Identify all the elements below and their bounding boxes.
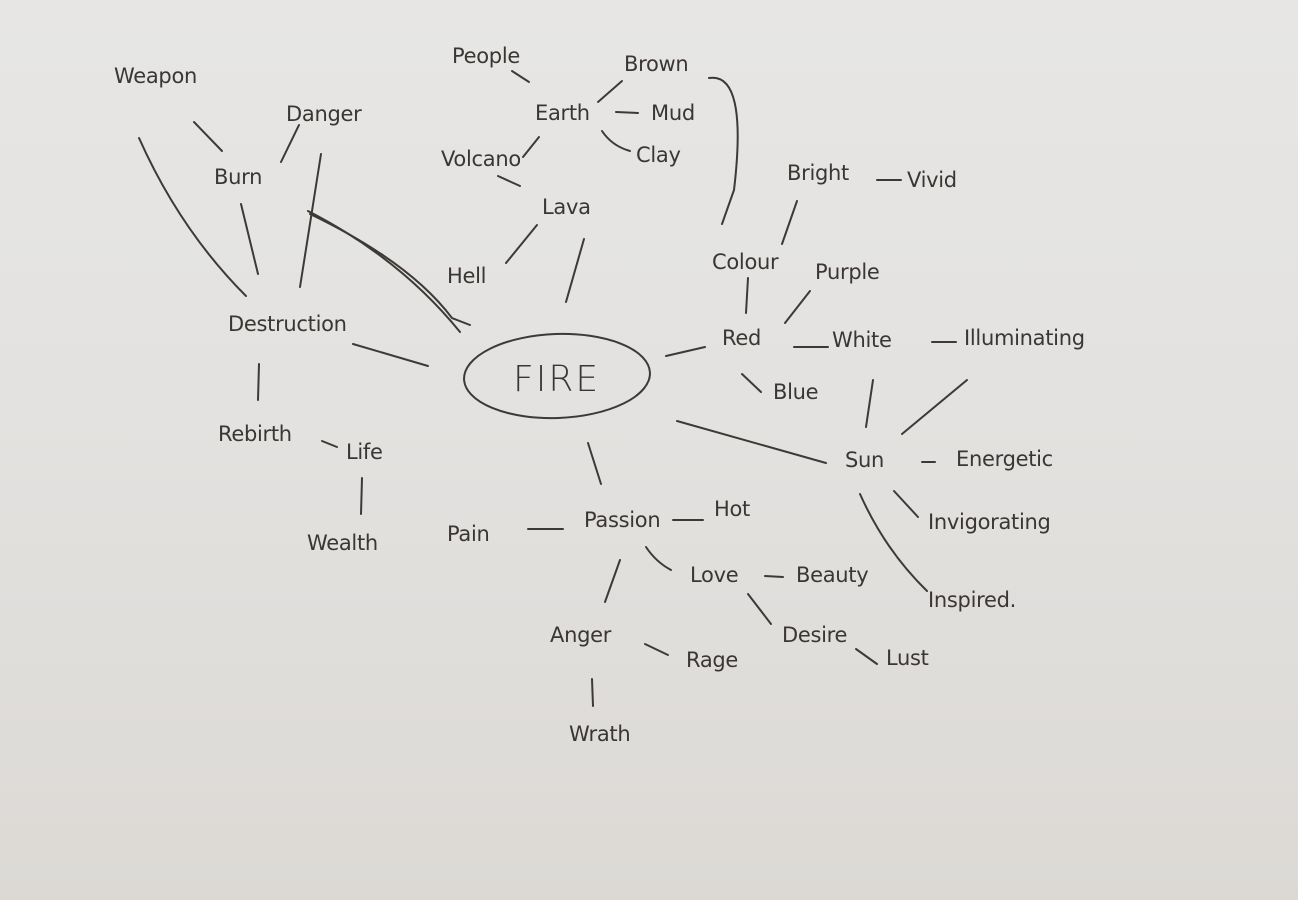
node-beauty: Beauty [796,563,869,587]
node-fire: FIRE [513,359,601,400]
connector-white-sun [865,379,874,428]
connector-illuminating-sun [901,379,968,435]
node-colour: Colour [712,250,779,274]
connector-earth-volcano [522,136,540,158]
connector-brown-colour [708,76,739,225]
node-earth: Earth [535,101,590,125]
connector-earth-clay [601,130,631,152]
connector-sun-invigorating [893,490,919,518]
node-wrath: Wrath [569,722,631,746]
node-danger: Danger [286,102,362,126]
node-red: Red [722,326,761,350]
connector-weapon-burn [193,121,223,152]
connector-rebirth-life [321,440,338,448]
node-sun: Sun [845,448,885,472]
node-anger: Anger [550,623,612,647]
node-brown: Brown [624,52,689,76]
node-passion: Passion [584,508,661,532]
node-hot: Hot [714,497,750,521]
connector-sun-inspired [859,493,928,592]
connector-colour-bright [781,200,798,245]
node-wealth: Wealth [307,531,378,555]
node-white: White [832,328,892,352]
connector-lava-hell [505,224,538,264]
node-mud: Mud [651,101,695,125]
node-destruction: Destruction [228,312,347,336]
node-weapon: Weapon [114,64,198,88]
node-desire: Desire [782,623,848,647]
connector-destruction-fire-b [309,213,471,326]
fire-ellipse [463,332,651,420]
connector-fire-red [665,346,706,357]
node-blue: Blue [773,380,819,404]
connector-earth-brown [597,80,623,103]
connector-burn-destruction [240,203,259,275]
connector-lines [138,70,968,707]
node-people: People [452,44,520,68]
connector-destruction-rebirth [257,363,260,401]
connector-danger-burn [280,124,300,163]
connector-red-purple [784,290,811,324]
node-energetic: Energetic [956,447,1053,471]
node-life: Life [346,440,383,464]
connector-desire-lust [855,648,878,665]
connector-people-earth [511,70,530,83]
connector-volcano-lava [497,175,521,187]
connector-life-wealth [360,477,363,515]
node-rage: Rage [686,648,739,672]
connector-lava-fire [565,238,585,303]
connector-love-desire [747,593,772,625]
connector-fire-sun [676,420,827,464]
node-vivid: Vivid [907,168,957,192]
connector-anger-wrath [591,678,594,707]
node-inspired: Inspired. [928,588,1017,612]
connector-passion-anger [604,559,621,603]
connector-earth-mud [615,111,639,114]
connector-danger-destruction [299,153,322,288]
node-lust: Lust [886,646,929,670]
node-love: Love [690,563,739,587]
connector-love-beauty [764,575,784,578]
node-rebirth: Rebirth [218,422,292,446]
connector-destruction-fire-c [352,343,429,367]
connector-colour-red [745,277,749,314]
node-purple: Purple [815,260,880,284]
connector-fire-passion [587,442,602,485]
connector-passion-love [645,546,672,571]
node-pain: Pain [447,522,490,546]
node-hell: Hell [447,264,487,288]
node-lava: Lava [542,195,591,219]
node-invigorating: Invigorating [928,510,1051,534]
node-bright: Bright [787,161,849,185]
node-clay: Clay [636,143,681,167]
node-illuminating: Illuminating [964,326,1085,350]
node-burn: Burn [214,165,263,189]
connector-weapon-destruction [138,137,247,297]
connector-anger-rage [644,643,669,656]
node-volcano: Volcano [441,147,521,171]
connector-red-blue [741,373,762,393]
